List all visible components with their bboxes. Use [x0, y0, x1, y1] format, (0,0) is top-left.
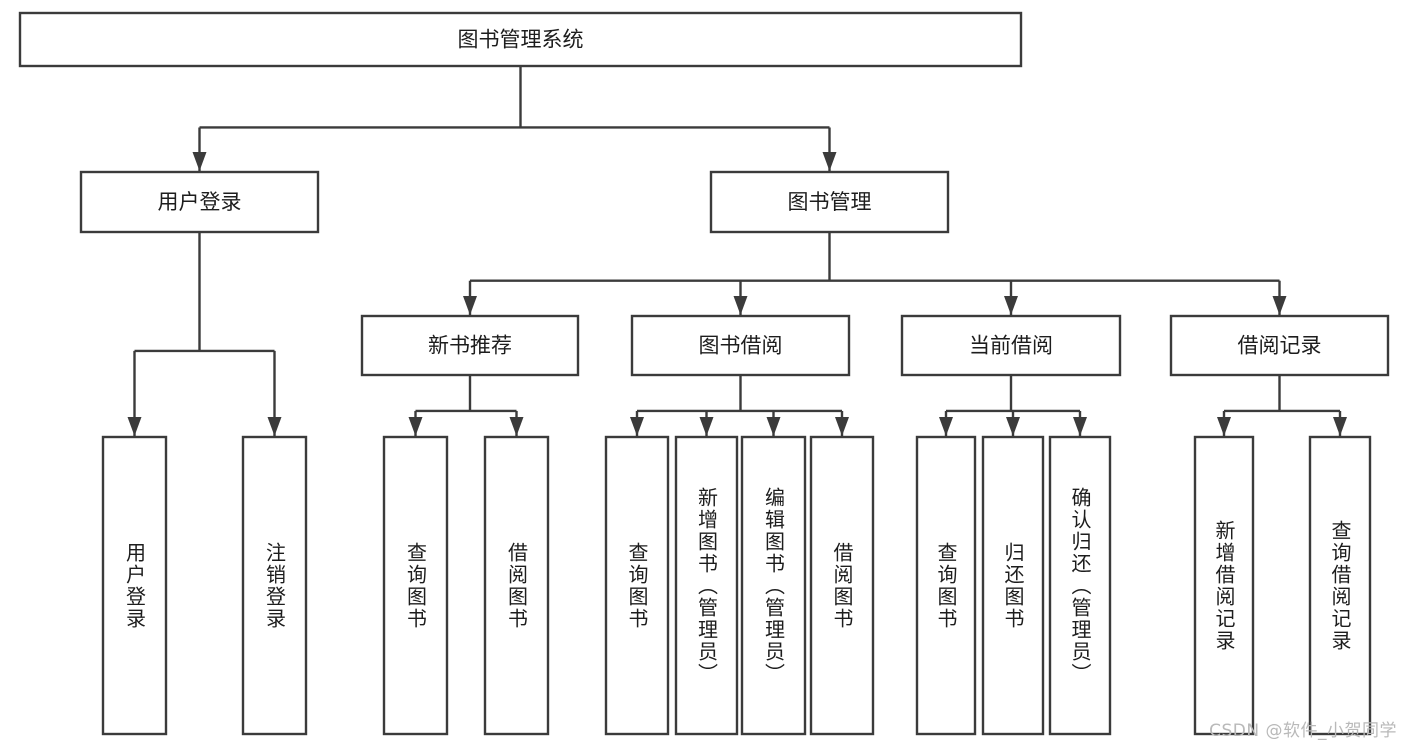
- node-box-borrow-record[interactable]: [1169, 314, 1390, 377]
- node-label-leaf-borrow-book-2: 借阅图书: [830, 541, 854, 630]
- node-label-leaf-borrow-book-1: 借阅图书: [504, 541, 529, 630]
- arrow-head-icon: [1272, 296, 1287, 315]
- arrow-head-icon: [1004, 296, 1018, 315]
- arrow-head-icon: [127, 417, 142, 436]
- arrow-head-icon: [766, 417, 781, 436]
- edges-layer: [127, 66, 1347, 436]
- node-label-leaf-query-book-1: 查询图书: [403, 541, 428, 630]
- arrow-head-icon: [699, 417, 714, 436]
- watermark-text: CSDN @软件_小贺同学: [1209, 721, 1397, 741]
- node-label-leaf-add-record: 新增借阅记录: [1212, 519, 1236, 652]
- arrow-head-icon: [509, 417, 524, 436]
- boxes-layer: [18, 11, 1390, 736]
- arrow-head-icon: [1006, 417, 1020, 436]
- arrow-head-icon: [733, 296, 748, 315]
- node-label-current-borrow: 当前借阅: [969, 334, 1053, 358]
- arrow-head-icon: [1333, 417, 1347, 436]
- node-label-leaf-edit-book: 编辑图书（管理员）: [761, 486, 786, 685]
- node-box-leaf-add-book[interactable]: [674, 435, 739, 736]
- node-box-leaf-query-book-2[interactable]: [604, 435, 670, 736]
- node-label-leaf-query-book-3: 查询图书: [934, 541, 958, 630]
- node-label-leaf-query-book-2: 查询图书: [625, 541, 649, 630]
- node-box-new-book-recommend[interactable]: [360, 314, 580, 377]
- node-box-leaf-user-login[interactable]: [101, 435, 168, 736]
- node-box-leaf-borrow-book-2[interactable]: [809, 435, 875, 736]
- node-box-leaf-query-book-3[interactable]: [915, 435, 977, 736]
- node-box-book-borrow[interactable]: [630, 314, 851, 377]
- arrow-head-icon: [463, 296, 477, 315]
- node-label-leaf-add-book: 新增图书（管理员）: [694, 486, 719, 685]
- node-box-leaf-borrow-book-1[interactable]: [483, 435, 550, 736]
- node-box-root[interactable]: [18, 11, 1023, 68]
- node-label-book-borrow: 图书借阅: [699, 334, 783, 358]
- node-box-leaf-confirm-return[interactable]: [1048, 435, 1112, 736]
- node-label-leaf-logout: 注销登录: [262, 541, 287, 630]
- arrow-head-icon: [408, 417, 423, 436]
- node-label-borrow-record: 借阅记录: [1238, 334, 1322, 358]
- node-box-leaf-logout[interactable]: [241, 435, 308, 736]
- node-box-leaf-query-record[interactable]: [1308, 435, 1372, 736]
- node-label-user-login: 用户登录: [158, 190, 242, 214]
- arrow-head-icon: [1073, 417, 1087, 436]
- arrow-head-icon: [939, 417, 953, 436]
- node-box-book-management[interactable]: [709, 170, 950, 234]
- node-box-user-login[interactable]: [79, 170, 320, 234]
- node-label-leaf-confirm-return: 确认归还（管理员）: [1068, 486, 1092, 685]
- arrow-head-icon: [822, 152, 837, 171]
- node-label-new-book-recommend: 新书推荐: [428, 334, 512, 358]
- node-box-leaf-edit-book[interactable]: [740, 435, 807, 736]
- node-box-current-borrow[interactable]: [900, 314, 1122, 377]
- node-box-leaf-add-record[interactable]: [1193, 435, 1255, 736]
- node-label-leaf-return-book: 归还图书: [1001, 541, 1025, 630]
- arrow-head-icon: [267, 417, 282, 436]
- arrow-head-icon: [630, 417, 644, 436]
- arrow-head-icon: [1217, 417, 1231, 436]
- node-label-root: 图书管理系统: [458, 28, 584, 52]
- node-box-leaf-query-book-1[interactable]: [382, 435, 449, 736]
- node-box-leaf-return-book[interactable]: [981, 435, 1045, 736]
- node-label-leaf-user-login: 用户登录: [122, 541, 147, 630]
- node-label-book-management: 图书管理: [788, 190, 872, 214]
- arrow-head-icon: [192, 152, 207, 171]
- node-label-leaf-query-record: 查询借阅记录: [1328, 519, 1352, 652]
- arrow-head-icon: [835, 417, 849, 436]
